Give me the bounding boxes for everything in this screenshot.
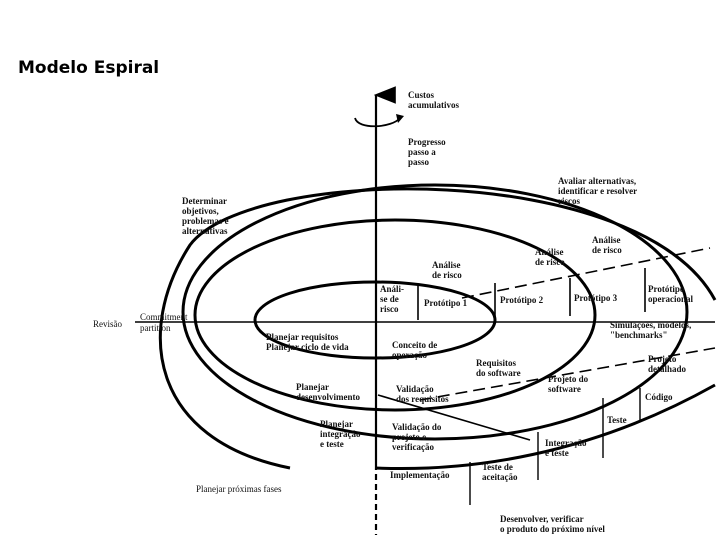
label-prototipo-3: Protótipo 3 bbox=[574, 293, 618, 303]
spiral-loop-3 bbox=[181, 183, 689, 441]
lower-dividers bbox=[469, 388, 641, 505]
label-codigo: Código bbox=[645, 392, 673, 402]
spiral-loop-4 bbox=[158, 187, 717, 470]
label-prototipo-2: Protótipo 2 bbox=[500, 295, 544, 305]
prototype-dividers bbox=[417, 268, 646, 320]
label-teste: Teste bbox=[607, 415, 627, 425]
progress-arrow bbox=[354, 117, 401, 128]
label-simulacoes: Simulações, modelos,"benchmarks" bbox=[610, 320, 691, 340]
spiral-loops bbox=[158, 183, 717, 471]
label-avaliar-alternativas: Avaliar alternativas,identificar e resol… bbox=[558, 176, 637, 206]
phase-dividers bbox=[377, 247, 716, 441]
spiral-loop-2 bbox=[193, 218, 597, 412]
spiral-loop-4-lower bbox=[374, 383, 716, 471]
label-prototipo-1: Protótipo 1 bbox=[424, 298, 468, 308]
label-revisao: Revisão bbox=[93, 319, 122, 329]
label-implementacao: Implementação bbox=[390, 470, 450, 480]
label-planejar-proximas: Planejar próximas fases bbox=[196, 484, 282, 494]
slide-title: Modelo Espiral bbox=[18, 58, 160, 78]
